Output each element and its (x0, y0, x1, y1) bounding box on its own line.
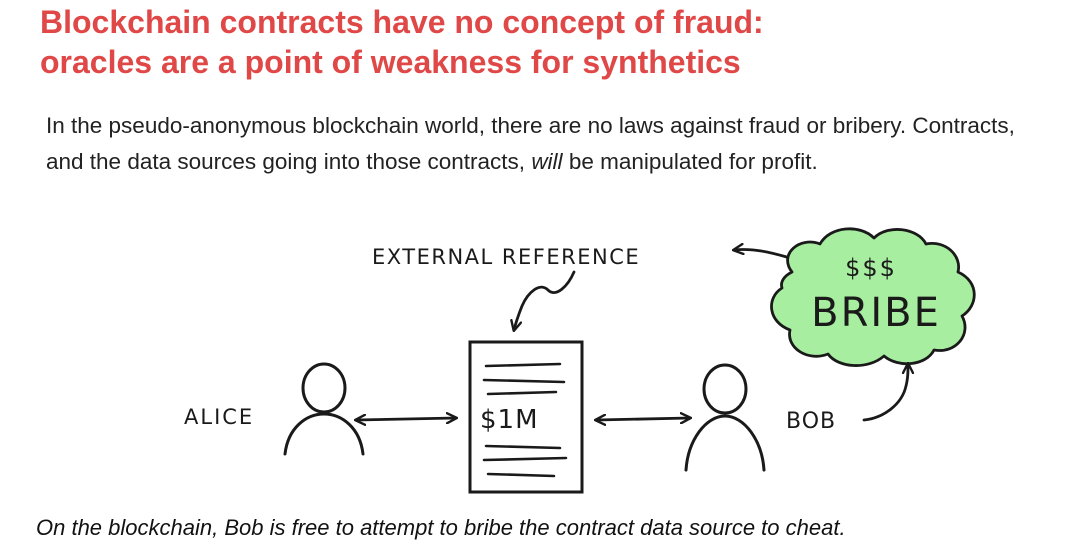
slide-title: Blockchain contracts have no concept of … (40, 2, 764, 82)
slide-title-line-1: Blockchain contracts have no concept of … (40, 4, 764, 40)
alice-contract-arrow (356, 418, 456, 420)
contract-text-lines (482, 362, 568, 478)
external-reference-label: EXTERNAL REFERENCE (372, 245, 640, 269)
bob-person-icon (684, 363, 766, 472)
bribe-label: BRIBE (811, 290, 941, 336)
alice-person-icon (283, 362, 365, 456)
bribe-cloud (770, 227, 976, 367)
bribe-money-label: $$$ (845, 254, 897, 282)
alice-label: ALICE (184, 405, 254, 429)
intro-text-start: In the pseudo-anonymous blockchain world… (46, 113, 1015, 174)
reference-to-contract-arrow (514, 270, 576, 330)
bob-to-bribe-arrow (862, 364, 908, 422)
bribe-to-reference-arrow (734, 249, 792, 260)
slide-title-line-2: oracles are a point of weakness for synt… (40, 44, 741, 80)
contract-document-icon: $1M (468, 340, 584, 494)
intro-emphasis: will (531, 149, 563, 174)
intro-paragraph: In the pseudo-anonymous blockchain world… (46, 108, 1056, 180)
contract-bob-arrow (596, 418, 690, 420)
intro-text-end: be manipulated for profit. (562, 149, 818, 174)
diagram-caption: On the blockchain, Bob is free to attemp… (36, 515, 846, 540)
bob-label: BOB (786, 409, 836, 434)
contract-amount-label: $1M (480, 405, 539, 435)
